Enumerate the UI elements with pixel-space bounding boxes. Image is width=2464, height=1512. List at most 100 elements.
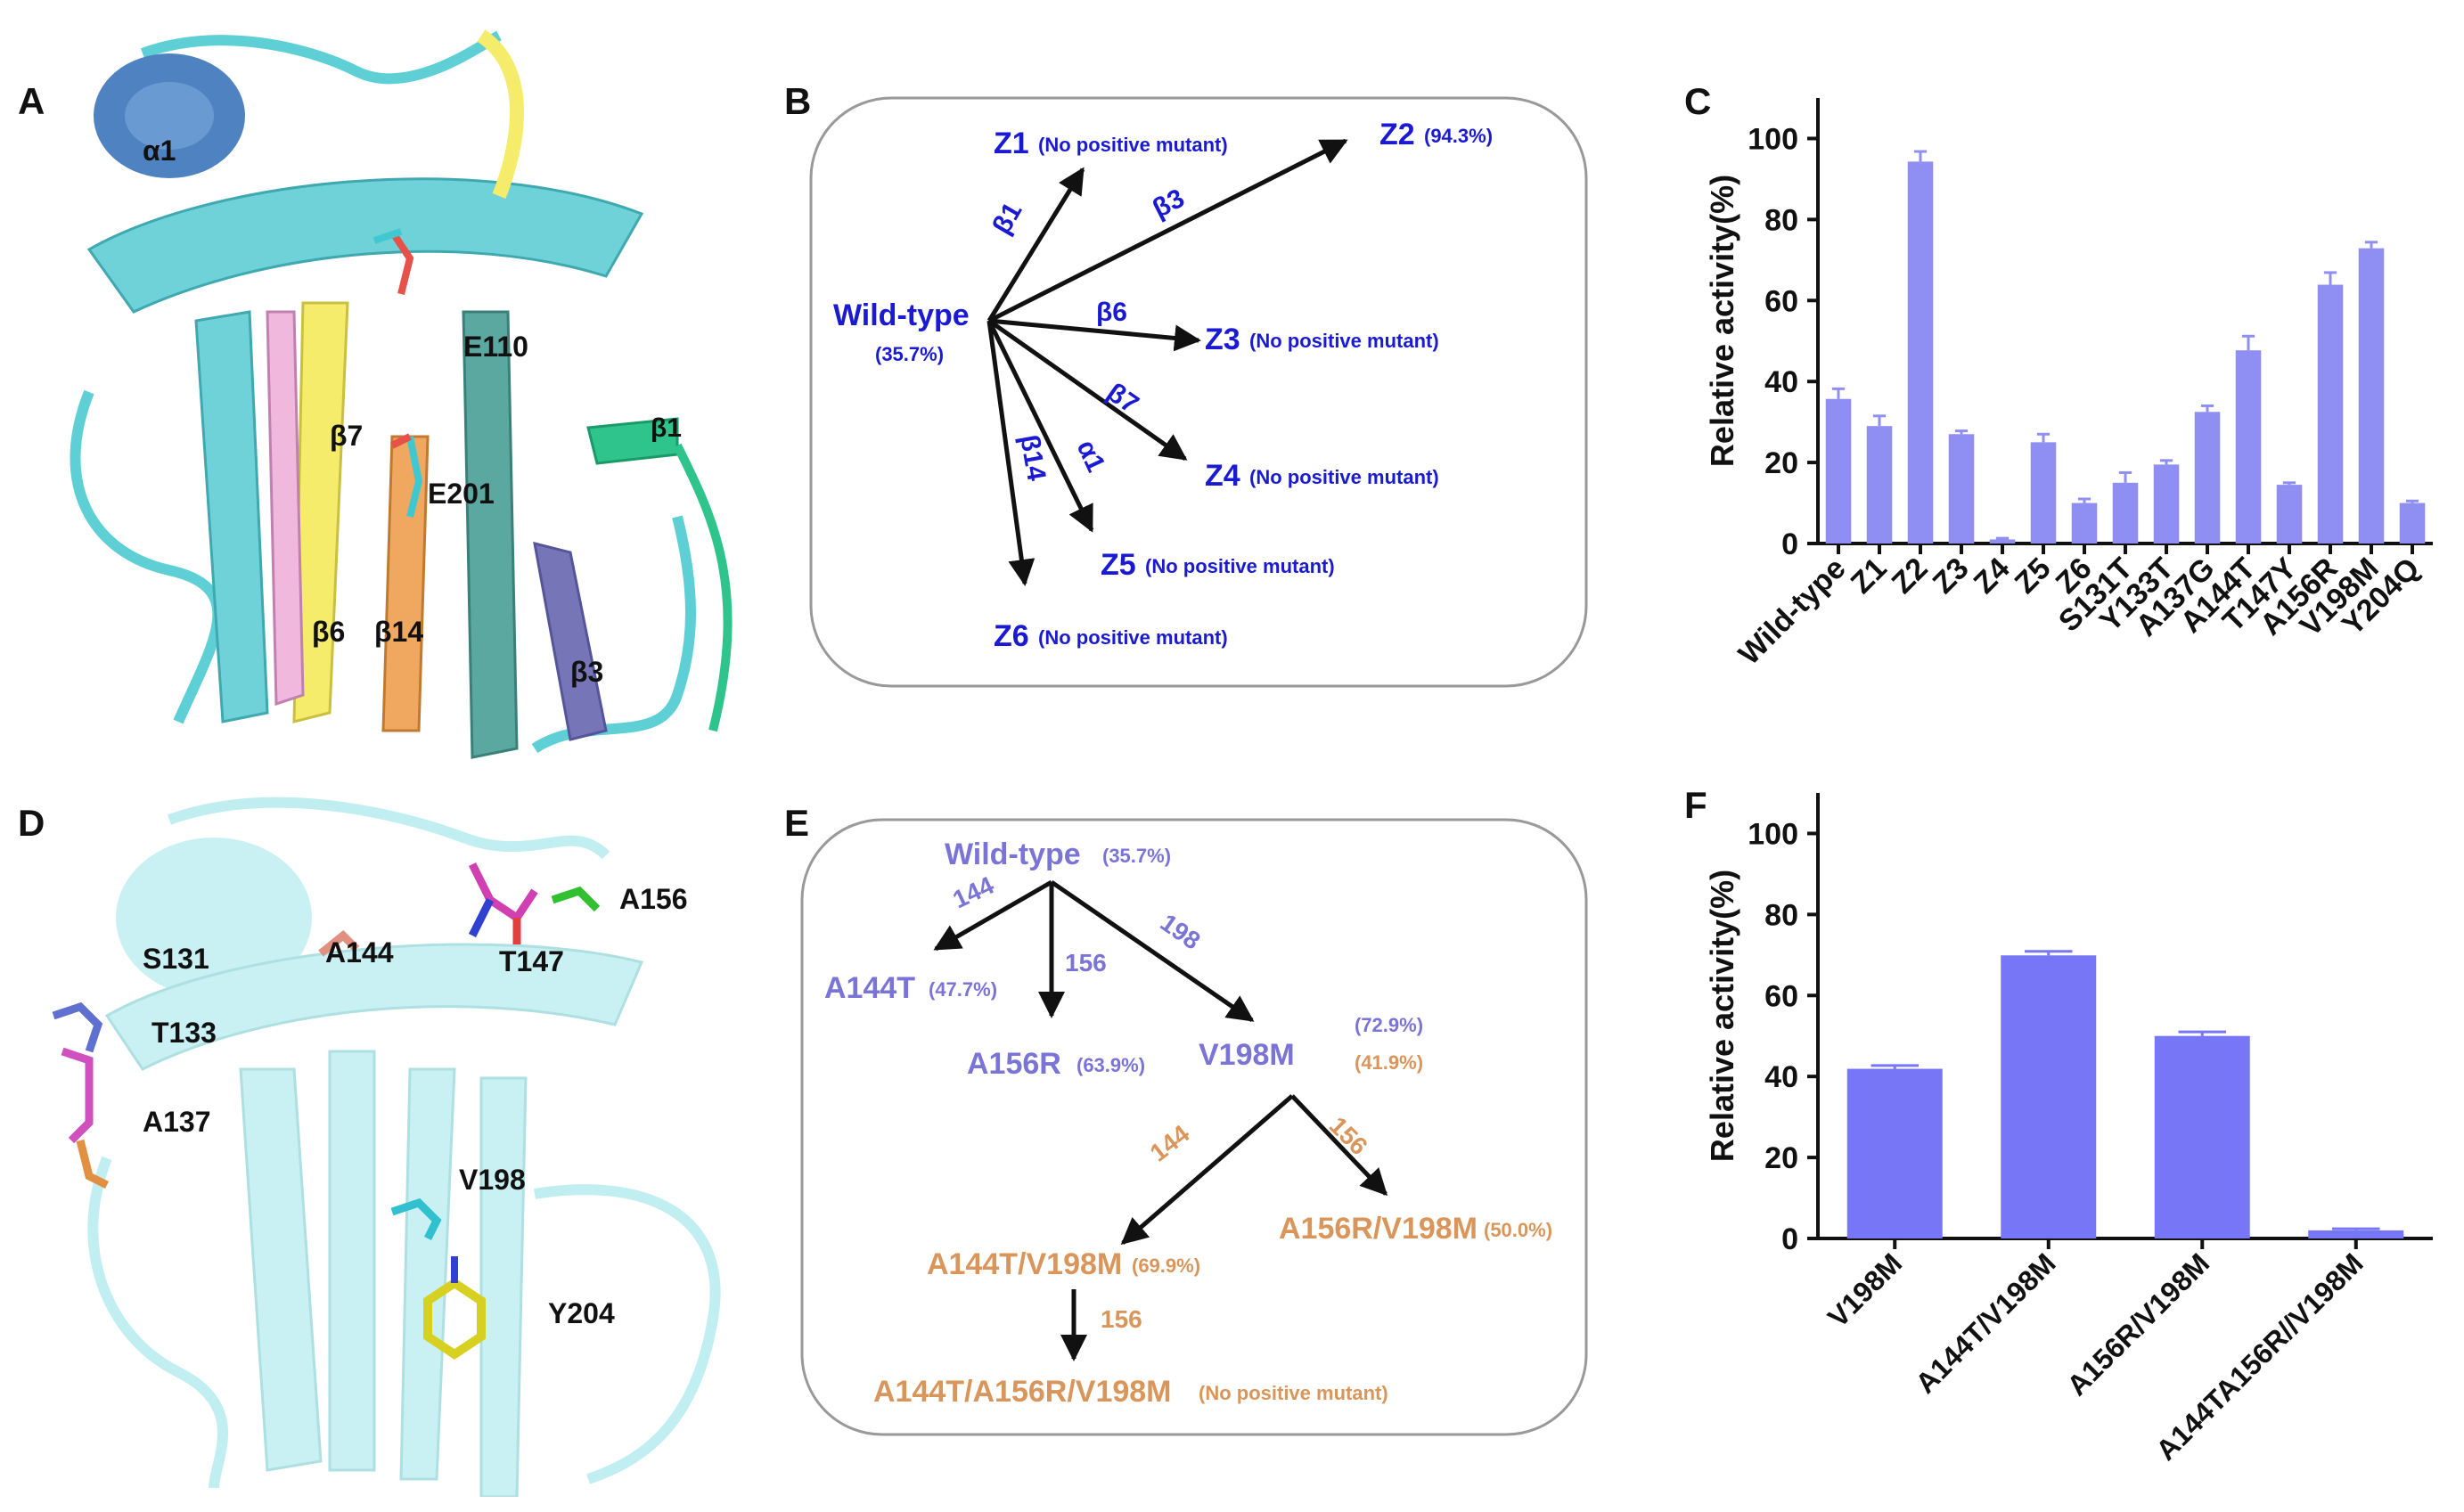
bar [2112, 482, 2139, 544]
edge-156: 156 [1065, 949, 1107, 977]
y-axis-label: Relative activity(%) [1704, 870, 1740, 1162]
bar [2153, 464, 2180, 544]
root-pct: (35.7%) [875, 343, 944, 365]
label-y204: Y204 [548, 1297, 615, 1329]
protein-structure-a: α1 E110 β7 E201 β1 β6 β14 β3 [70, 29, 733, 759]
x-tick-label: A156R/V198M [2060, 1246, 2215, 1402]
bar [2001, 955, 2097, 1238]
node-z4-note: (No positive mutant) [1249, 466, 1439, 488]
y-tick-label: 60 [1764, 979, 1798, 1013]
bar [2071, 503, 2098, 544]
y-tick-label: 0 [1781, 527, 1798, 561]
node-z6-note: (No positive mutant) [1038, 626, 1228, 649]
label-beta7: β7 [330, 420, 363, 452]
node-z2-note: (94.3%) [1424, 125, 1493, 147]
bar [2308, 1230, 2404, 1238]
bar [2317, 284, 2344, 544]
arrows [933, 879, 1388, 1361]
label-t133: T133 [151, 1017, 217, 1049]
node-z4: Z4 [1205, 459, 1240, 493]
label-a156: A156 [619, 883, 688, 915]
structure-illustration [70, 29, 733, 759]
label-v198: V198 [459, 1164, 526, 1196]
edge-156-triple: 156 [1101, 1305, 1142, 1333]
node-triple: A144T/A156R/V198M [873, 1375, 1172, 1409]
node-z3-note: (No positive mutant) [1249, 330, 1439, 352]
label-t147: T147 [499, 945, 564, 977]
bar [1866, 426, 1893, 544]
panel-letter-d: D [18, 802, 45, 844]
node-z3: Z3 [1205, 323, 1240, 356]
bar [1907, 161, 1934, 544]
edge-z3: β6 [1096, 298, 1127, 327]
bar [1825, 398, 1852, 544]
protein-structure-d: S131 A144 T147 A156 T133 A137 V198 Y204 [52, 797, 721, 1497]
node-a144t-v198m-pct: (69.9%) [1132, 1255, 1200, 1277]
node-a156r: A156R [967, 1047, 1061, 1081]
y-tick-label: 0 [1781, 1222, 1798, 1256]
node-z2: Z2 [1379, 118, 1415, 151]
node-z1: Z1 [994, 127, 1029, 160]
node-z5: Z5 [1101, 548, 1136, 582]
node-z6: Z6 [994, 619, 1029, 653]
label-beta14: β14 [374, 616, 423, 648]
y-axis-label: Relative activity(%) [1704, 175, 1740, 467]
panel-letter-b: B [784, 80, 812, 122]
label-e201: E201 [428, 478, 495, 510]
node-z1-note: (No positive mutant) [1038, 134, 1228, 156]
structure-illustration [87, 797, 721, 1497]
panel-letter-f: F [1684, 784, 1707, 826]
y-tick-label: 80 [1764, 898, 1798, 932]
node-a144t-v198m: A144T/V198M [927, 1247, 1122, 1281]
root-pct: (35.7%) [1102, 845, 1171, 867]
diagram-frame [800, 818, 1588, 1436]
node-v198m-pct1: (72.9%) [1355, 1014, 1423, 1036]
y-tick-label: 20 [1764, 446, 1798, 480]
node-a156r-v198m-pct: (50.0%) [1484, 1219, 1552, 1241]
panel-letter-e: E [784, 802, 810, 844]
bar [2030, 442, 2057, 544]
node-a156r-v198m: A156R/V198M [1279, 1212, 1478, 1246]
x-tick-label: V198M [1821, 1246, 1908, 1333]
label-alpha1: α1 [143, 135, 176, 167]
label-beta3: β3 [570, 656, 603, 688]
y-tick-label: 20 [1764, 1141, 1798, 1175]
label-e110: E110 [463, 331, 528, 363]
label-beta6: β6 [312, 616, 345, 648]
mutation-tree-e: Wild-type (35.7%) 144 156 198 A144T (47.… [800, 818, 1588, 1436]
panel-letter-a: A [18, 80, 45, 122]
label-beta1: β1 [651, 413, 682, 443]
node-v198m: V198M [1199, 1038, 1295, 1072]
bar [2154, 1035, 2250, 1238]
node-a144t: A144T [824, 971, 915, 1005]
label-a137: A137 [143, 1106, 211, 1138]
bar [1846, 1068, 1943, 1238]
bar [2235, 350, 2262, 544]
x-tick-label: A144T/V198M [1909, 1246, 2061, 1399]
arrows [986, 138, 1348, 586]
panel-letter-c: C [1684, 80, 1712, 122]
bar [2194, 412, 2221, 544]
bar [2358, 248, 2385, 544]
bar [1948, 434, 1975, 544]
y-tick-label: 100 [1748, 122, 1798, 156]
node-z5-note: (No positive mutant) [1145, 555, 1335, 577]
diagram-frame [809, 96, 1588, 688]
node-v198m-pct2: (41.9%) [1355, 1051, 1423, 1074]
bar [1989, 539, 2016, 544]
bar [2276, 485, 2303, 544]
node-a156r-pct: (63.9%) [1076, 1054, 1145, 1076]
label-s131: S131 [143, 943, 209, 975]
y-tick-label: 60 [1764, 284, 1798, 318]
y-tick-label: 40 [1764, 365, 1798, 399]
mutation-tree-b: Wild-type (35.7%) Z1 (No positive mutant… [809, 96, 1588, 688]
label-a144: A144 [325, 936, 394, 968]
node-a144t-pct: (47.7%) [929, 978, 997, 1001]
root-name: Wild-type [945, 838, 1081, 871]
y-tick-label: 100 [1748, 817, 1798, 851]
y-tick-label: 80 [1764, 203, 1798, 237]
x-tick-label: Wild-type [1732, 552, 1853, 672]
bar [2399, 503, 2426, 544]
